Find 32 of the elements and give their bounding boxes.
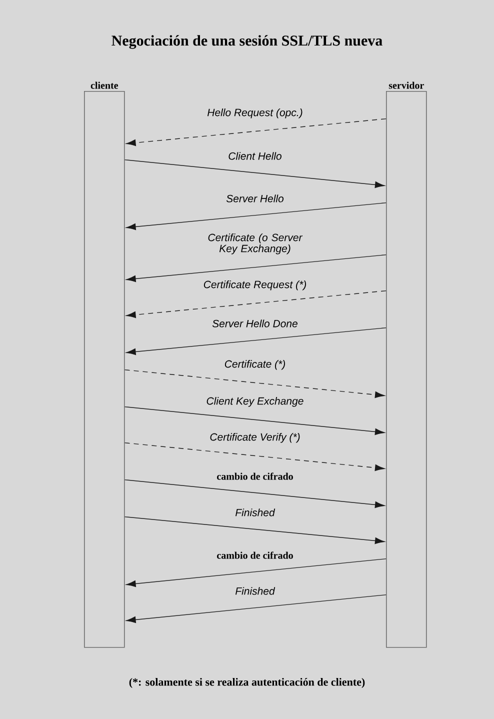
- edge-label: Hello Request (opc.): [206, 108, 304, 120]
- title: Negociación de una sesión SSL/TLS nueva: [112, 35, 382, 49]
- lifeline-box: cliente: [84, 82, 125, 648]
- edge-label: Client Key Exchange: [205, 396, 305, 408]
- arrow: [126, 594, 386, 623]
- arrow: [124, 406, 385, 436]
- edge-label: Server Hello: [225, 194, 285, 204]
- edge-label: Certificate (*): [223, 359, 287, 371]
- arrow: [126, 254, 386, 282]
- lifeline-box: servidor: [386, 82, 427, 648]
- arrow: [124, 442, 385, 472]
- edge-label: Client Hello: [227, 151, 283, 161]
- arrow: [126, 327, 386, 356]
- node-label: servidor: [388, 82, 424, 89]
- edge-label: Certificate Request (*): [202, 280, 308, 292]
- arrow: [126, 290, 386, 318]
- arrow: [126, 202, 386, 230]
- edge-label: Certificate (o Server Key Exchange): [201, 232, 309, 256]
- edge-label: Finished: [234, 586, 276, 596]
- arrow: [126, 558, 386, 587]
- arrow: [124, 159, 385, 188]
- arrow: [124, 369, 385, 398]
- edge-label: cambio de cifrado: [216, 550, 294, 560]
- edge-label: Finished: [234, 508, 276, 518]
- edge-label: cambio de cifrado: [216, 472, 294, 481]
- edge-label: Certificate Verify (*): [208, 432, 302, 444]
- arrow: [126, 118, 386, 146]
- footnote: (*: solamente si se realiza autenticación de cliente): [129, 678, 365, 688]
- arrow: [124, 479, 385, 508]
- edge-label: Server Hello Done: [211, 318, 299, 328]
- arrow: [124, 516, 385, 544]
- node-label: cliente: [90, 82, 118, 89]
